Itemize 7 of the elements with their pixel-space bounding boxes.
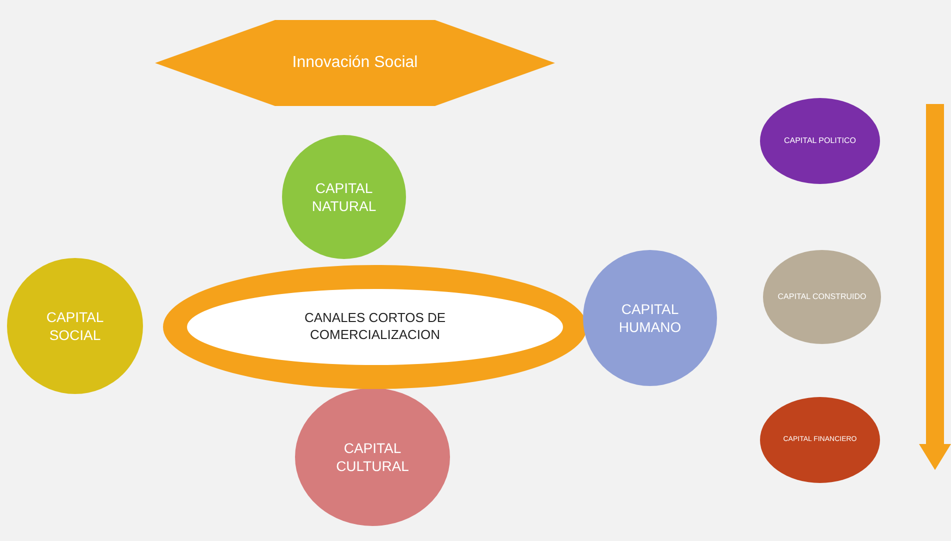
- capital-circle: CAPITAL SOCIAL: [7, 258, 143, 394]
- capital-circle: CAPITAL NATURAL: [282, 135, 406, 259]
- capital-ellipse: CAPITAL POLITICO: [760, 98, 880, 184]
- capital-circle: CAPITAL HUMANO: [583, 250, 717, 386]
- center-ring: CANALES CORTOS DE COMERCIALIZACION: [163, 265, 587, 389]
- capital-circle: CAPITAL CULTURAL: [295, 388, 450, 526]
- capital-ellipse: CAPITAL CONSTRUIDO: [763, 250, 881, 344]
